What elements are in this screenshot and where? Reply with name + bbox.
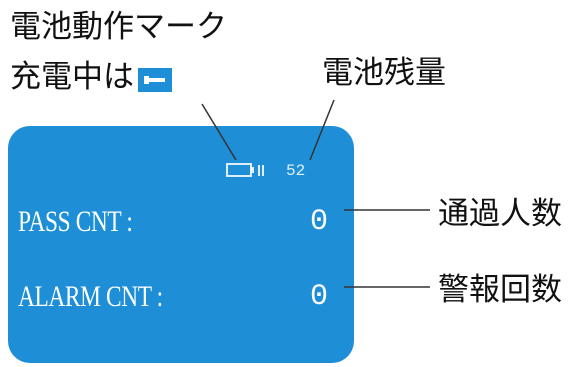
pass-count-value: 0 xyxy=(310,205,329,239)
charging-callout: 充電中は xyxy=(10,62,172,93)
alarm-count-callout: 警報回数 xyxy=(438,272,562,308)
alarm-count-label: ALARM CNT : xyxy=(18,280,163,313)
pass-count-callout: 通過人数 xyxy=(438,196,562,232)
battery-mark-leader xyxy=(201,103,237,161)
charging-callout-text: 充電中は xyxy=(10,59,134,95)
alarm-count-value: 0 xyxy=(310,280,329,314)
battery-mark-callout: 電池動作マーク xyxy=(10,9,227,45)
lcd-display: 52 PASS CNT : 0 ALARM CNT : 0 xyxy=(8,126,354,363)
battery-level-readout: 52 xyxy=(286,162,306,180)
battery-icon xyxy=(226,163,264,177)
charging-plug-icon xyxy=(138,67,172,92)
battery-remaining-leader xyxy=(309,99,335,161)
pass-count-label: PASS CNT : xyxy=(18,205,133,238)
battery-remaining-callout: 電池残量 xyxy=(322,55,446,91)
